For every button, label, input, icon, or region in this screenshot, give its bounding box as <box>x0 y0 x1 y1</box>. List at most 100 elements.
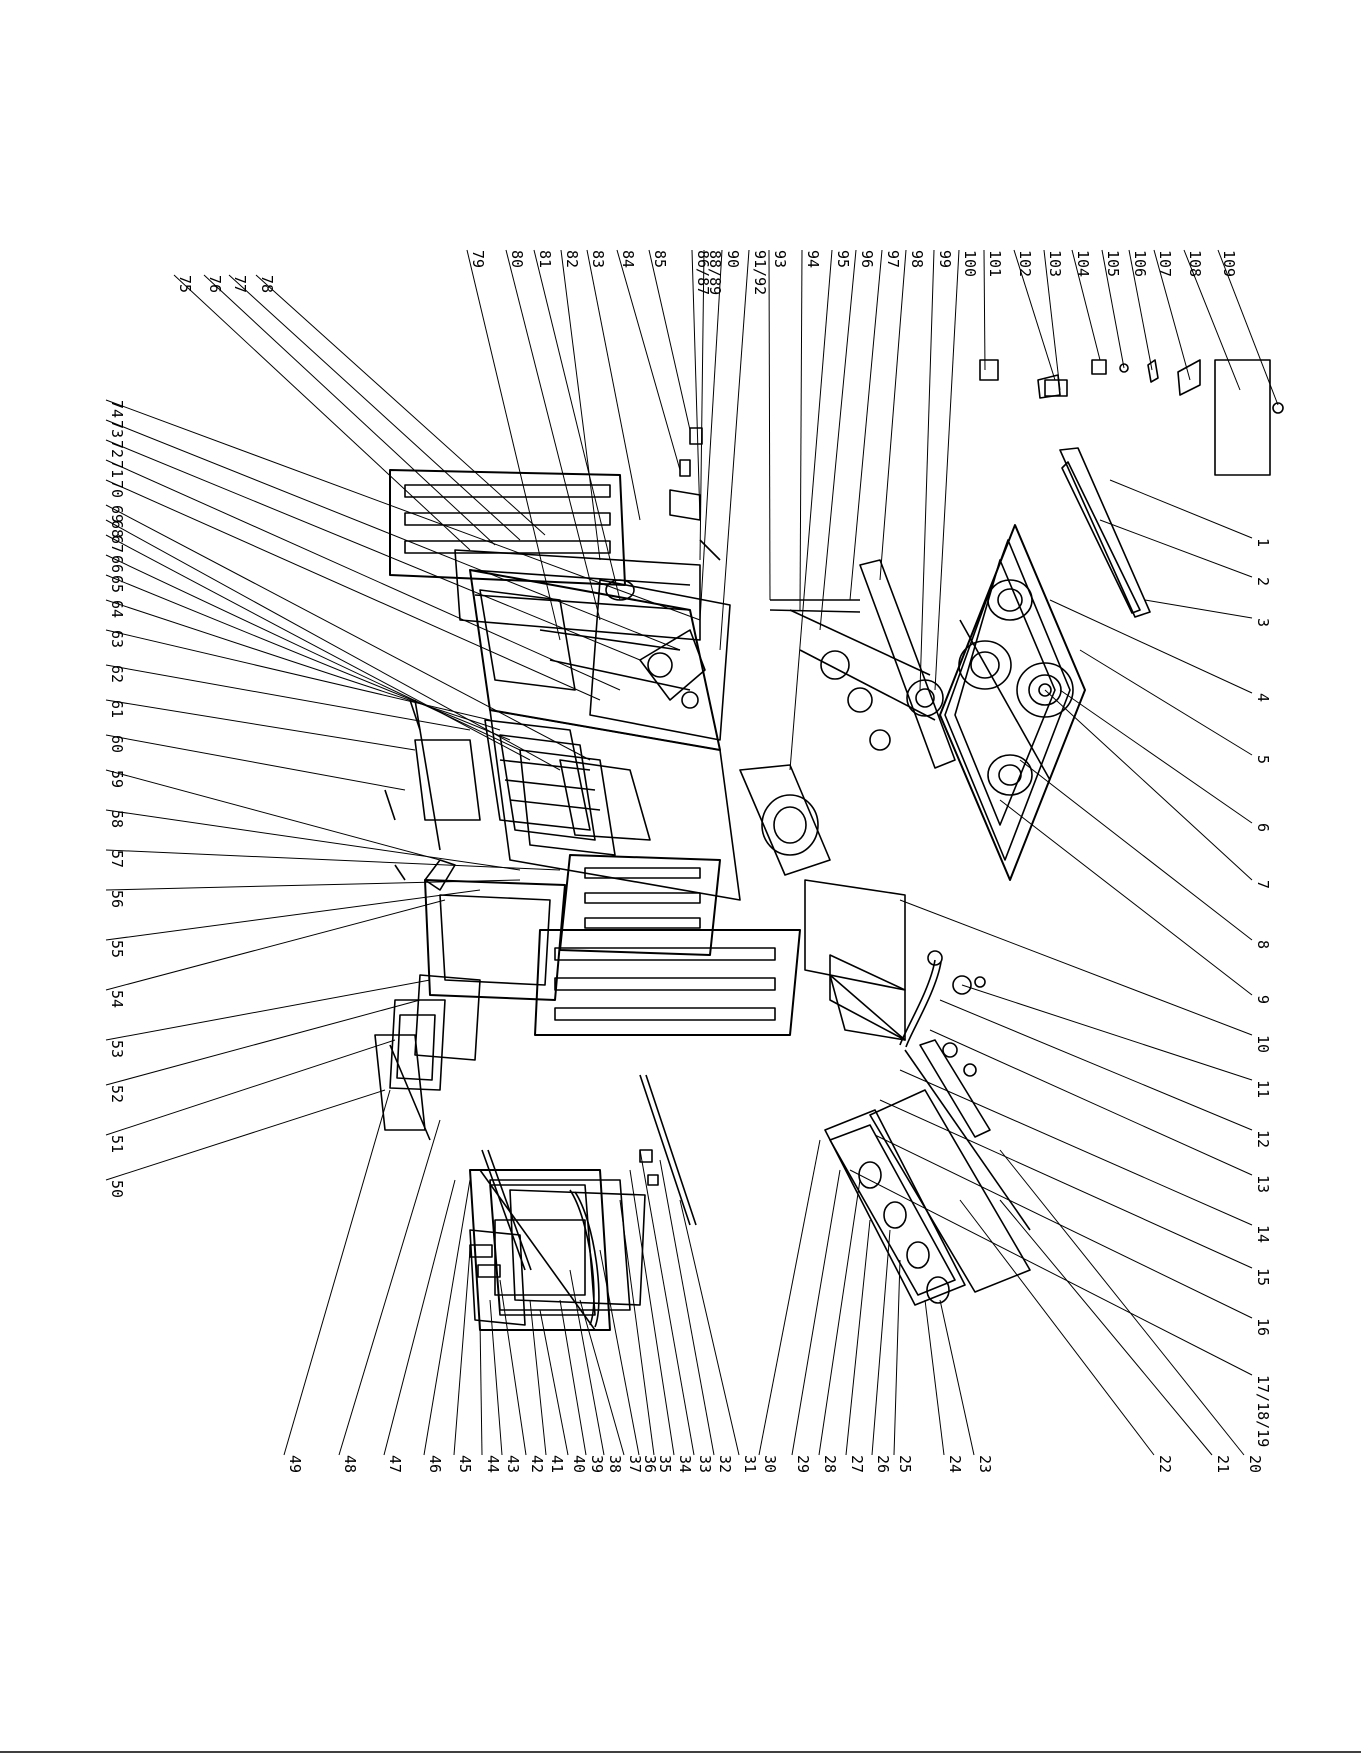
callout-label: 109 <box>1220 250 1238 277</box>
oven-shelves <box>484 719 651 856</box>
leader-line <box>893 1259 901 1456</box>
leader-line <box>105 699 416 751</box>
burner-medium-1 <box>958 640 1012 690</box>
callout-label: 71 <box>108 460 126 478</box>
callout-label: 102 <box>1016 250 1034 277</box>
leader-line <box>338 1119 441 1456</box>
leader-line <box>1059 689 1253 824</box>
leader-line <box>1013 249 1056 381</box>
callout-label: 58 <box>108 810 126 828</box>
leader-line <box>105 479 601 701</box>
leader-line <box>1019 759 1253 941</box>
callout-label: 35 <box>656 1455 674 1473</box>
control-knob-4 <box>926 1276 950 1304</box>
callout-label: 39 <box>588 1455 606 1473</box>
leader-line <box>1099 519 1253 578</box>
callout-label: 11 <box>1254 1080 1272 1098</box>
leader-line <box>105 534 531 761</box>
callout-label: 22 <box>1156 1455 1174 1473</box>
callout-label: 50 <box>108 1180 126 1198</box>
callout-label: 55 <box>108 940 126 958</box>
callout-label: 63 <box>108 630 126 648</box>
burner-medium-2 <box>1016 662 1074 718</box>
leader-line <box>579 1299 625 1456</box>
callout-label: 77 <box>231 275 249 293</box>
grill-tray <box>414 699 481 851</box>
leader-line <box>849 1169 1253 1376</box>
leader-line <box>719 249 750 651</box>
callout-label: 88/89 <box>706 250 724 295</box>
leader-line <box>1044 689 1253 881</box>
leader-line <box>1071 249 1101 361</box>
callout-label: 93 <box>771 250 789 268</box>
side-panel-top <box>389 469 701 641</box>
leader-line <box>105 439 641 661</box>
leader-line <box>105 419 681 651</box>
door-glass <box>489 1184 596 1316</box>
leader-line <box>699 249 705 561</box>
leader-line <box>1153 249 1191 381</box>
leader-line <box>959 1199 1155 1456</box>
callout-label: 40 <box>570 1455 588 1473</box>
leader-line <box>1049 599 1253 694</box>
callout-label: 84 <box>619 250 637 268</box>
callout-label: 7 <box>1254 880 1272 889</box>
leader-line <box>105 889 481 941</box>
leader-line <box>639 1149 695 1456</box>
terminal-block <box>669 427 721 561</box>
leader-line <box>105 599 501 731</box>
leader-line <box>999 1149 1245 1456</box>
leader-line <box>489 1299 503 1456</box>
callout-label: 53 <box>108 1040 126 1058</box>
leader-line <box>1109 479 1253 539</box>
callout-label: 107 <box>1156 250 1174 277</box>
callout-label: 91/92 <box>751 250 769 295</box>
side-panel-lower <box>534 854 801 1036</box>
leader-line <box>924 1299 945 1456</box>
callout-label: 64 <box>108 600 126 618</box>
callout-label: 51 <box>108 1135 126 1153</box>
callout-label: 30 <box>761 1455 779 1473</box>
callout-label: 44 <box>484 1455 502 1473</box>
leader-line <box>849 249 883 601</box>
callout-label: 97 <box>884 250 902 268</box>
leader-line <box>283 1089 391 1456</box>
leader-line <box>899 899 1253 1036</box>
leader-line <box>699 249 723 621</box>
leader-line <box>383 1179 456 1456</box>
callout-label: 36 <box>641 1455 659 1473</box>
callout-label: 80 <box>508 250 526 268</box>
callout-label: 56 <box>108 890 126 908</box>
leader-line <box>1183 249 1241 391</box>
leader-line <box>105 809 521 871</box>
leader-line <box>983 249 986 371</box>
leader-line <box>105 459 621 691</box>
callout-label: 14 <box>1254 1225 1272 1243</box>
leader-line <box>599 1249 640 1456</box>
leader-line <box>758 1139 821 1456</box>
callout-label: 96 <box>858 250 876 268</box>
callout-label: 98 <box>908 250 926 268</box>
storage-drawer-body <box>804 879 906 1041</box>
callout-label: 17/18/19 <box>1254 1375 1272 1447</box>
gas-pipe <box>899 950 986 1048</box>
leader-line <box>899 1069 1253 1226</box>
leader-line <box>1217 249 1279 406</box>
leader-line <box>934 249 960 691</box>
callout-label: 49 <box>286 1455 304 1473</box>
callout-label: 48 <box>341 1455 359 1473</box>
callout-label: 3 <box>1254 618 1272 627</box>
leader-line <box>819 249 857 631</box>
burner-large <box>987 579 1033 621</box>
leader-line <box>961 984 1253 1081</box>
leader-line <box>586 249 641 521</box>
callout-label: 21 <box>1214 1455 1232 1473</box>
gas-rail-assembly <box>769 559 956 769</box>
callout-label: 8 <box>1254 940 1272 949</box>
leader-line <box>939 999 1253 1131</box>
leader-line <box>228 274 521 541</box>
leader-line <box>648 249 691 431</box>
callout-label: 78 <box>258 275 276 293</box>
callout-label: 10 <box>1254 1035 1272 1053</box>
leader-line <box>874 1134 1253 1319</box>
